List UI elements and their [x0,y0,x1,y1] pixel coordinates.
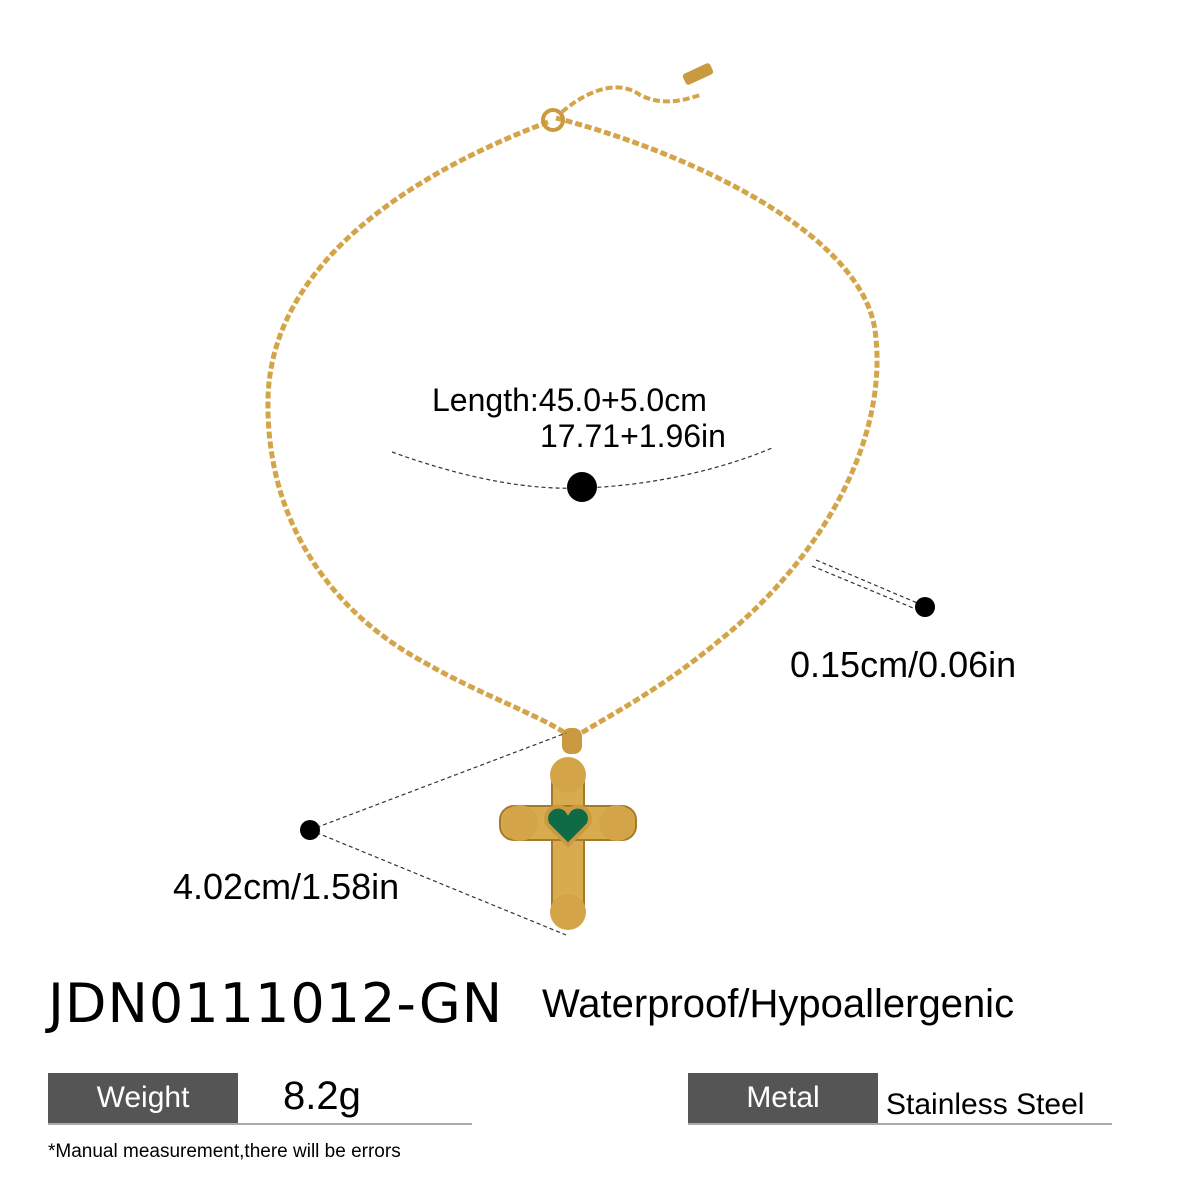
chain [265,85,880,738]
length-marker [567,472,597,502]
measure-lines [309,447,923,936]
length-in-label: 17.71+1.96in [540,418,726,454]
width-marker [915,597,935,617]
clasp [541,108,565,132]
length-cm-label: Length:45.0+5.0cm [432,382,707,418]
metal-label: Metal [688,1073,878,1123]
cross-pendant [499,728,637,930]
weight-value: 8.2g [283,1074,361,1118]
product-code: JDN0111012-GN [48,972,504,1035]
weight-divider [48,1123,472,1125]
pendant-size-label: 4.02cm/1.58in [173,866,400,907]
pendant-marker [300,820,320,840]
weight-label: Weight [48,1073,238,1123]
metal-value: Stainless Steel [886,1088,1085,1121]
measurement-note: *Manual measurement,there will be errors [48,1141,401,1162]
product-features: Waterproof/Hypoallergenic [542,982,1015,1026]
heart-stone [544,804,592,848]
chain-width-label: 0.15cm/0.06in [790,644,1017,685]
chain-tag [682,63,714,85]
metal-divider [688,1123,1112,1125]
